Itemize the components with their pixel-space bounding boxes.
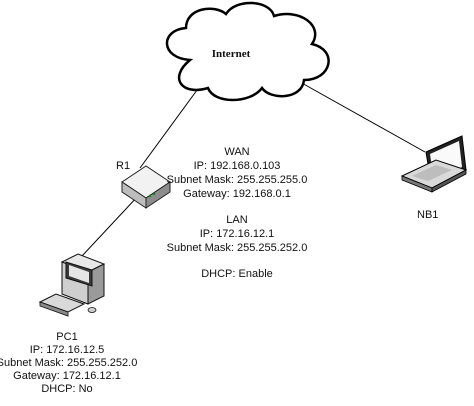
wan-title: WAN [224,146,250,158]
lan-title: LAN [226,214,248,226]
router-icon [121,165,171,209]
lan-subnet-mask: Subnet Mask: 255.255.252.0 [166,242,308,254]
link-pc1-r1 [81,195,139,257]
pc-gateway: Gateway: 172.16.12.1 [13,370,121,382]
link-nb1-internet [299,81,426,153]
internet-cloud-icon [165,1,330,102]
laptop-icon [400,135,468,193]
pc-icon [38,253,106,317]
internet-label: Internet [211,48,251,60]
router-name-label: R1 [116,160,131,172]
wan-gateway: Gateway: 192.168.0.1 [183,188,291,200]
pc-subnet-mask: Subnet Mask: 255.255.252.0 [0,357,138,369]
pc-name-label: PC1 [56,331,78,343]
wan-ip: IP: 192.168.0.103 [193,160,281,172]
dhcp-status: DHCP: Enable [201,268,273,280]
pc-ip: IP: 172.16.12.5 [29,344,105,356]
pc-dhcp: DHCP: No [41,383,93,395]
link-r1-internet [139,85,201,169]
lan-ip: IP: 172.16.12.1 [199,228,275,240]
notebook-name-label: NB1 [417,209,439,221]
wan-subnet-mask: Subnet Mask: 255.255.255.0 [166,174,308,186]
